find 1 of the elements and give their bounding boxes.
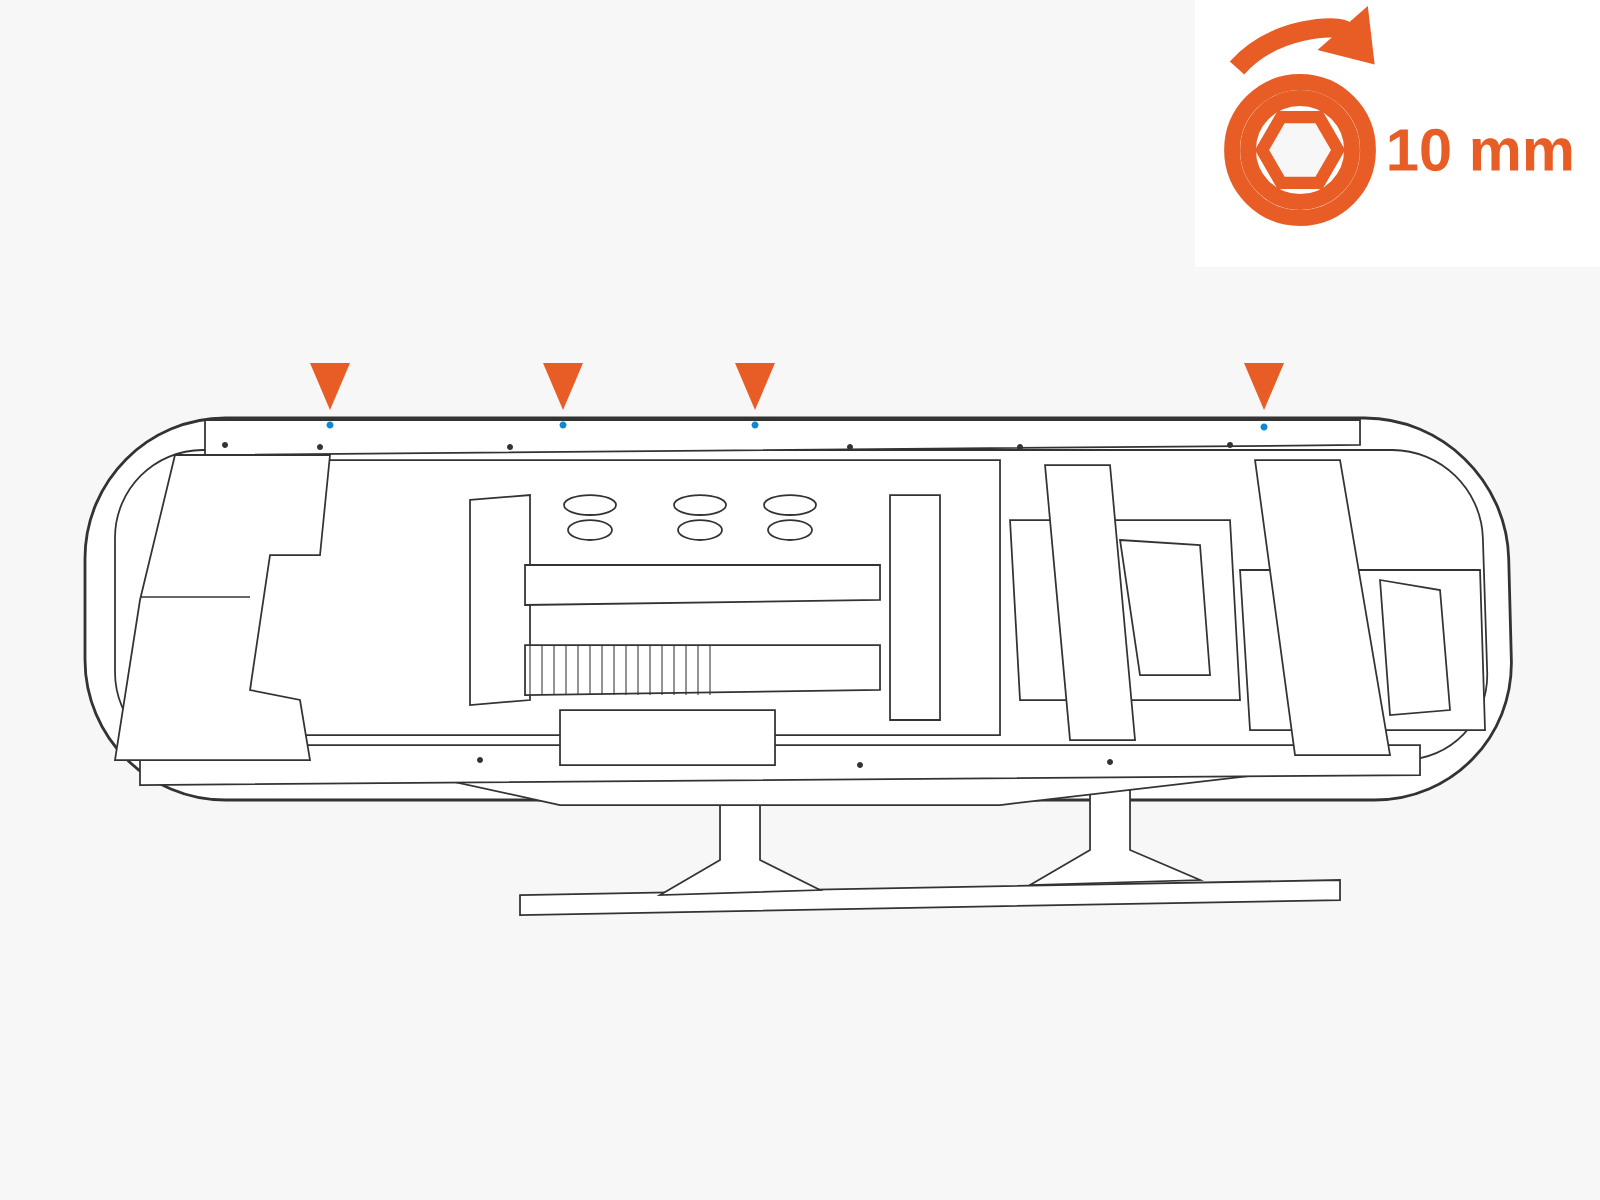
tool-size-label: 10 mm [1389,128,1572,172]
